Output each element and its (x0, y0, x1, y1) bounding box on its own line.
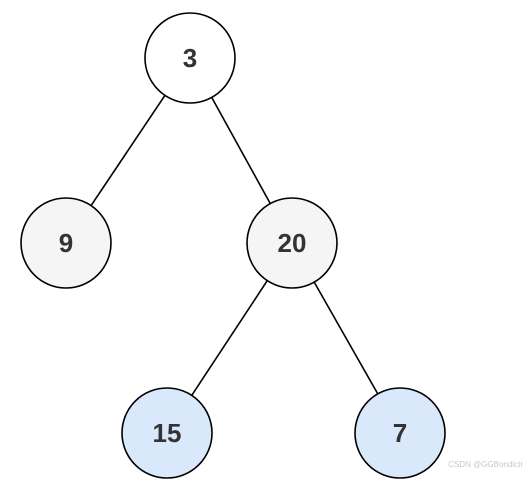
tree-node-left: 9 (20, 197, 112, 289)
node-circle-right (246, 197, 338, 289)
node-value-right-left: 15 (153, 418, 182, 448)
node-value-left: 9 (59, 228, 73, 258)
edge-root-to-right (210, 97, 272, 204)
node-value-root: 3 (183, 43, 197, 73)
tree-nodes: 3 9 20 15 7 (20, 12, 446, 479)
edge-right-to-right-left (191, 280, 268, 396)
node-value-right-right: 7 (393, 418, 407, 448)
node-circle-right-right (354, 387, 446, 479)
tree-node-root: 3 (144, 12, 236, 104)
tree-node-right-left: 15 (121, 387, 213, 479)
edge-right-to-right-right (313, 281, 379, 395)
tree-edges (90, 94, 379, 396)
watermark: CSDN @GGBondlctr (448, 460, 523, 469)
tree-node-right-right: 7 (354, 387, 446, 479)
tree-node-right: 20 (246, 197, 338, 289)
node-value-right: 20 (278, 228, 307, 258)
edge-root-to-left (90, 94, 166, 207)
node-circle-left (20, 197, 112, 289)
node-circle-right-left (121, 387, 213, 479)
node-circle-root (144, 12, 236, 104)
